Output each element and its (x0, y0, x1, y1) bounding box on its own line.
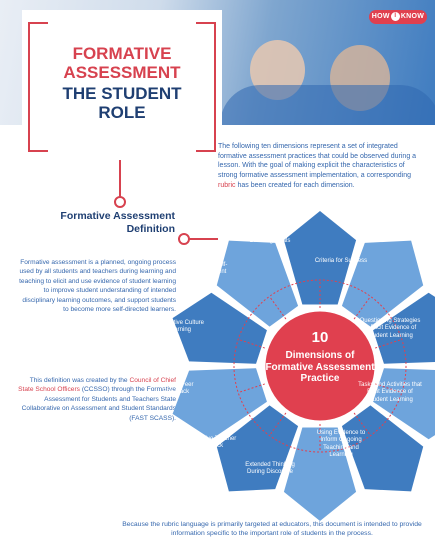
dimension-connector (375, 338, 402, 349)
title-card: FORMATIVE ASSESSMENT THE STUDENT ROLE (22, 10, 222, 160)
center-hub (262, 308, 378, 424)
bracket-right (196, 22, 216, 152)
dimension-connector (269, 296, 287, 320)
dimension-connector (353, 296, 371, 320)
dimension-connector (353, 412, 371, 436)
connector-dot (114, 196, 126, 208)
dimension-petal (373, 292, 435, 364)
student-shirt (220, 85, 435, 125)
definition-title: Formative Assessment Definition (60, 210, 175, 235)
dimension-petal (341, 405, 424, 492)
dimension-label: Questioning Strategies to Elicit Evidenc… (359, 318, 421, 339)
bracket-left (28, 22, 48, 152)
dimension-petal (283, 427, 357, 521)
dimension-label: Collaborative Culture of Learning (147, 320, 205, 334)
dimension-label: Descriptive Teacher Feedback (183, 436, 237, 450)
title-student-role: THE STUDENT ROLE (62, 84, 182, 122)
dimension-label: Tasks and Activities that Elicit Evidenc… (358, 382, 422, 403)
intro-paragraph: The following ten dimensions represent a… (218, 143, 417, 189)
dimension-petal (172, 368, 267, 440)
dimension-connector (375, 383, 402, 394)
rubric-link[interactable]: rubric (218, 181, 236, 189)
dimension-label: Student Peer Feedback (158, 382, 194, 396)
dimension-petal (373, 368, 435, 440)
footer-note: Because the rubric language is primarily… (122, 521, 422, 538)
connector-line (119, 160, 121, 200)
dimension-petal (216, 240, 299, 327)
dimension-label: Extended Thinking During Discourse (245, 462, 295, 476)
dimension-petal (283, 211, 357, 305)
dimension-connector (238, 338, 265, 349)
center-number: 10 (311, 329, 329, 346)
ccsso-link[interactable]: Council of Chief State School Officers (18, 377, 176, 394)
dimension-connector (269, 412, 287, 436)
dimension-label: Using Evidence to Inform Ongoing Teachin… (316, 430, 366, 459)
definition-body: Formative assessment is a planned, ongoi… (19, 259, 176, 314)
dimension-petal (216, 405, 299, 492)
center-ring (233, 279, 407, 453)
dimension-petal (172, 292, 267, 364)
dimension-label: Learning Goals (249, 238, 291, 244)
dimension-connector (238, 383, 265, 394)
dimension-petal (341, 240, 424, 327)
definition-connector (188, 238, 218, 240)
dimension-label: Criteria for Success (314, 258, 368, 264)
title-formative-assessment: FORMATIVE ASSESSMENT (63, 44, 181, 82)
definition-credit: This definition was created by the Counc… (18, 377, 176, 422)
center-label: Dimensions of Formative Assessment Pract… (265, 350, 375, 384)
dimension-label: Student Self-Assessment (192, 262, 228, 276)
